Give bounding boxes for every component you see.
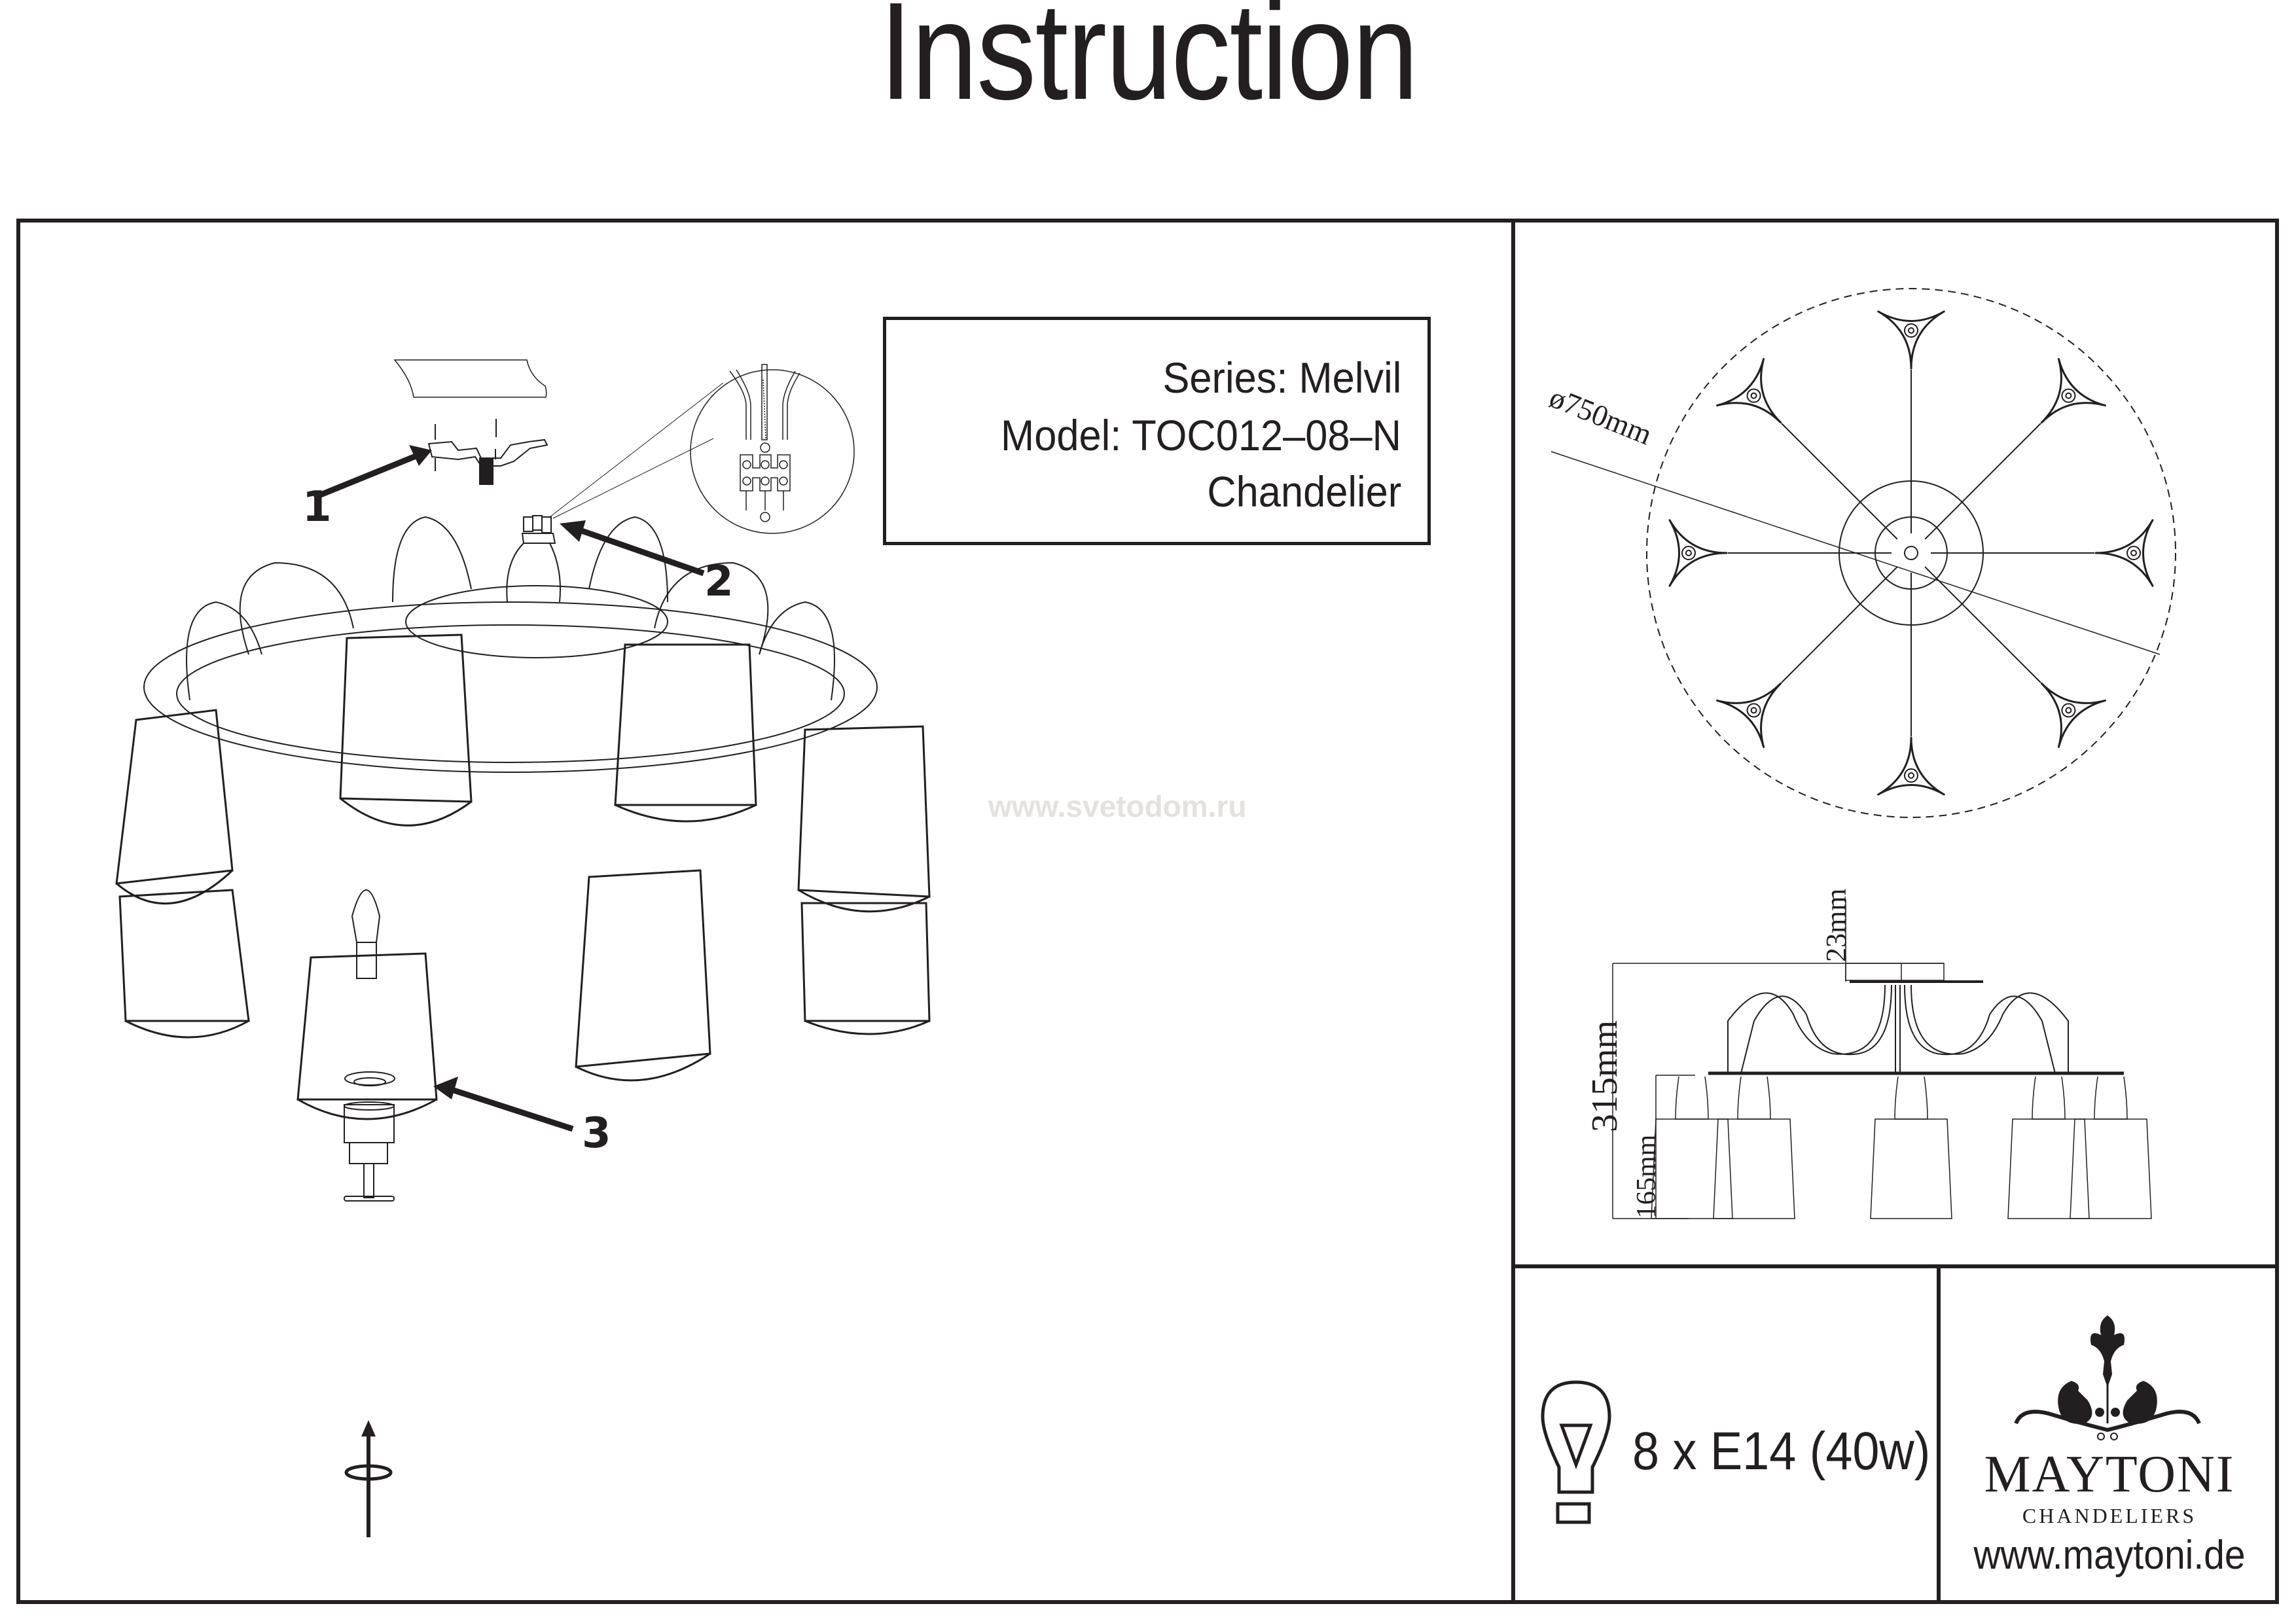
page-title: Instruction <box>879 0 1418 128</box>
top-view-shade <box>1716 358 1782 424</box>
model-label: Model: TOC012–08–N <box>1001 411 1401 459</box>
side-view-shade <box>1651 1076 1733 1219</box>
callout-arrow-1 <box>313 445 432 501</box>
chandelier-ornament-icon <box>2014 1315 2201 1440</box>
top-view-shade <box>1877 736 1945 796</box>
top-view-arm <box>1781 566 1898 683</box>
top-view-shade <box>2040 682 2106 748</box>
top-view-shade <box>2040 358 2106 424</box>
outline-circle <box>1646 288 2176 818</box>
top-view-arm <box>1924 566 2041 683</box>
shade-height-dimension: 165mm <box>1632 1134 1662 1219</box>
side-view-shade <box>1713 1076 1795 1219</box>
side-view-shade <box>1870 1076 1952 1219</box>
side-view-shade <box>2070 1076 2152 1219</box>
total-height-dimension: 315mm <box>1585 1020 1625 1132</box>
outer-frame <box>16 219 2279 1604</box>
e14-bulb-icon <box>351 889 381 979</box>
series-label: Series: Melvil <box>1162 353 1401 402</box>
brand-website-link[interactable]: www.maytoni.de <box>1973 1533 2246 1578</box>
product-type-label: Chandelier <box>1207 467 1401 516</box>
top-view-arm <box>1924 423 2041 540</box>
callout-number-3: 3 <box>582 1109 611 1158</box>
callout-number-2: 2 <box>704 558 734 606</box>
top-view-shade <box>1716 682 1782 748</box>
top-view-shade <box>2094 519 2154 587</box>
brand-name: MAYTONI <box>1984 1446 2235 1503</box>
callout-arrow-3 <box>433 1077 574 1132</box>
panel-divider-horizontal <box>1511 1264 2279 1268</box>
lamp-spec: 8 x E14 (40w) <box>1632 1421 1931 1481</box>
chandelier-illustration <box>143 516 878 773</box>
watermark: www.svetodom.ru <box>988 789 1247 823</box>
side-view-shade <box>2007 1076 2090 1219</box>
top-view-shade <box>1877 310 1945 370</box>
product-info-box: Series: Melvil Model: TOC012–08–N Chande… <box>883 317 1431 545</box>
panel-divider-vertical <box>1511 219 1515 1604</box>
assembly-illustration <box>115 359 931 1537</box>
top-view-shade <box>1668 519 1728 587</box>
mounting-bracket-icon <box>427 419 548 485</box>
plate-height-dimension: 23mm <box>1820 888 1852 962</box>
shade-ring-icon <box>344 1071 395 1086</box>
callout-number-1: 1 <box>302 483 332 531</box>
socket-tool-icon <box>344 1101 395 1202</box>
ceiling-icon <box>393 359 547 398</box>
callout-arrow-2 <box>560 520 705 577</box>
panel-divider-bottom <box>1937 1264 1941 1604</box>
rotate-arrow-icon <box>344 1420 393 1537</box>
wiring-diagram-inset <box>690 364 855 534</box>
light-bulb-icon <box>1541 1380 1611 1524</box>
lamp-shades <box>115 633 931 1120</box>
top-view-arm <box>1781 423 1898 540</box>
terminal-block-icon <box>521 515 556 544</box>
brand-subtitle: CHANDELIERS <box>2022 1504 2197 1527</box>
